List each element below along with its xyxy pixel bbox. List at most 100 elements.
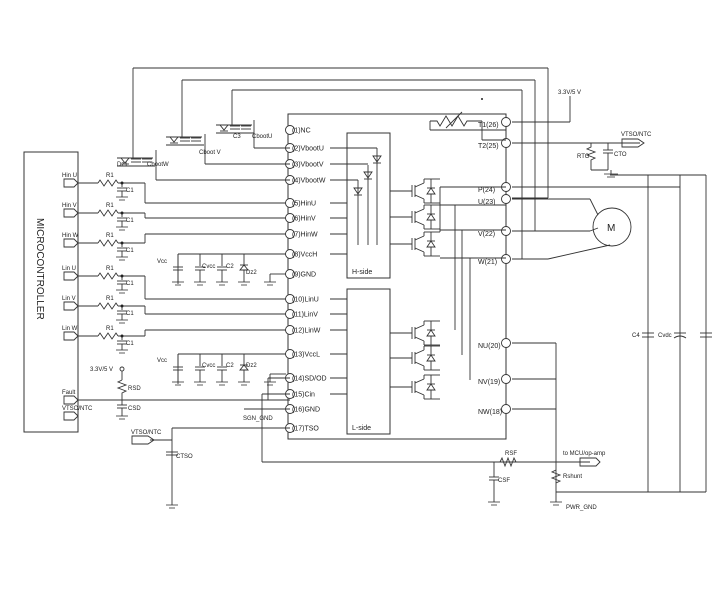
igbt-switch [390,374,440,400]
dz2-h-label: Dz2 [246,270,257,276]
bootstrap-cap-group [117,157,155,167]
igbt-bridge [390,178,440,400]
vcc-h-label: Vcc [157,259,167,265]
to-mcu-label: to MCU/op-amp [563,451,606,457]
input-rc-filter [78,179,286,204]
vtso-ntc-right-label: VTSO/NTC [621,132,652,138]
l-side-driver-block [346,288,391,435]
mcu-box [23,151,79,433]
input-rc-filter [78,329,286,354]
module-right-pin [501,226,511,236]
vcc-l-label: Vcc [157,358,167,364]
module-left-pin-label: (5)HinU [292,201,316,208]
cbootu-label: CbootU [252,134,272,140]
thermistor [429,111,506,141]
c1-label: C1 [126,218,134,224]
vcc-supply-networks [172,253,286,386]
module-left-pin-label: (14)SD/OD [292,376,327,383]
cto-label: CTO [614,152,627,158]
module-left-pin-label: (12)LinW [292,328,321,335]
c1-label: C1 [126,188,134,194]
module-right-pin-label: V(22) [478,231,495,238]
rsf-label: RSF [505,451,517,457]
c1-label: C1 [126,281,134,287]
module-left-pin [285,125,295,135]
module-right-pin-label: NV(19) [478,379,500,386]
module-left-pin-label: (9)GND [292,272,316,279]
dc-link-capacitors: C4 Cvdc [556,174,712,493]
c1-label: C1 [126,311,134,317]
ctso-label: CTSO [176,454,193,460]
csf-label: CSF [498,478,510,484]
sgn-gnd-label: SGN_GND [243,416,273,422]
module-right-pin-label: P(24) [478,187,495,194]
igbt-switch [390,204,440,230]
r1-label: R1 [106,266,114,272]
module-left-pin-label: (4)VbootW [292,178,326,185]
mcu-pin-arrow [63,301,79,311]
top-wiring [132,67,549,259]
bootstrap-cap-group [166,136,204,146]
bootstrap-diodes [353,148,382,245]
l-side-label: L-side [352,425,371,432]
cvcc-l-label: Cvcc [202,363,215,369]
mcu-pin-arrow [63,411,79,421]
mcu-pin-arrow [63,395,79,405]
cvdc-label: Cvdc [658,333,672,339]
mcu-signal-label: Lin V [62,296,76,302]
c1-label: C1 [126,341,134,347]
module-right-pin-label: NW(18) [478,409,502,416]
rshunt-label: Rshunt [563,474,582,480]
input-rc-filter [78,272,286,300]
module-left-pin-label: (10)LinU [292,297,319,304]
r1-label: R1 [106,173,114,179]
module-left-pin-label: (2)VbootU [292,146,324,153]
pwr-gnd-label: PWR_GND [566,505,597,511]
dz1-label: Dz1 [117,162,128,168]
module-left-pin-label: (11)LinV [292,312,318,319]
power-wiring [439,186,680,492]
input-rc-filters [78,179,286,354]
module-right-pin-label: U(23) [478,199,496,206]
r1-label: R1 [106,326,114,332]
mcu-signal-label: VTSO/NTC [62,406,93,412]
module-right-pin [501,404,511,414]
module-right-pin-label: T2(25) [478,143,499,150]
mcu-label: MICROCONTROLLER [34,218,45,320]
module-left-pin-label: (7)HinW [292,232,318,239]
igbt-switch [390,178,440,204]
r1-label: R1 [106,233,114,239]
bootstrap-capacitors [117,124,254,167]
module-right-pin [501,338,511,348]
c1-label: C1 [126,248,134,254]
c3-label: C3 [233,134,241,140]
module-right-pin-label: W(21) [478,259,497,266]
cvcc-h-label: Cvcc [202,264,215,270]
mcu-pin-arrow [63,238,79,248]
c2-l-label: C2 [226,363,234,369]
sgn-gnd-network: SGN_GND CTSO VTSO/NTC [131,393,556,509]
dz2-l-label: Dz2 [246,363,257,369]
module-right-pins: T1(26)T2(25)P(24)U(23)V(22)W(21)NU(20)NV… [478,117,511,416]
module-left-pin-label: (3)VbootV [292,162,324,169]
rto-cto-network: 3.3V/5 V RTO CTO VTSO/NTC [512,90,652,178]
mcu-pin-arrow [63,178,79,188]
module-right-pin [501,117,511,127]
igbt-switch [390,231,440,257]
c2-h-label: C2 [226,264,234,270]
mcu-pin-arrow [63,271,79,281]
r1-label: R1 [106,296,114,302]
module-right-pin [501,374,511,384]
vcc-network [172,353,286,386]
mcu-signal-label: Hin U [62,173,77,179]
module-left-pin-label: (17)TSO [292,426,319,433]
rto-label: RTO [577,154,590,160]
module-right-pin-label: T1(26) [478,122,499,129]
mcu-pin-arrow [63,208,79,218]
cbootv-label: Cboot V [199,150,221,156]
module-left-pin-label: (8)VccH [292,252,317,259]
mcu-signal-label: Lin W [62,326,78,332]
module-left-pin-label: (16)GND [292,407,320,414]
